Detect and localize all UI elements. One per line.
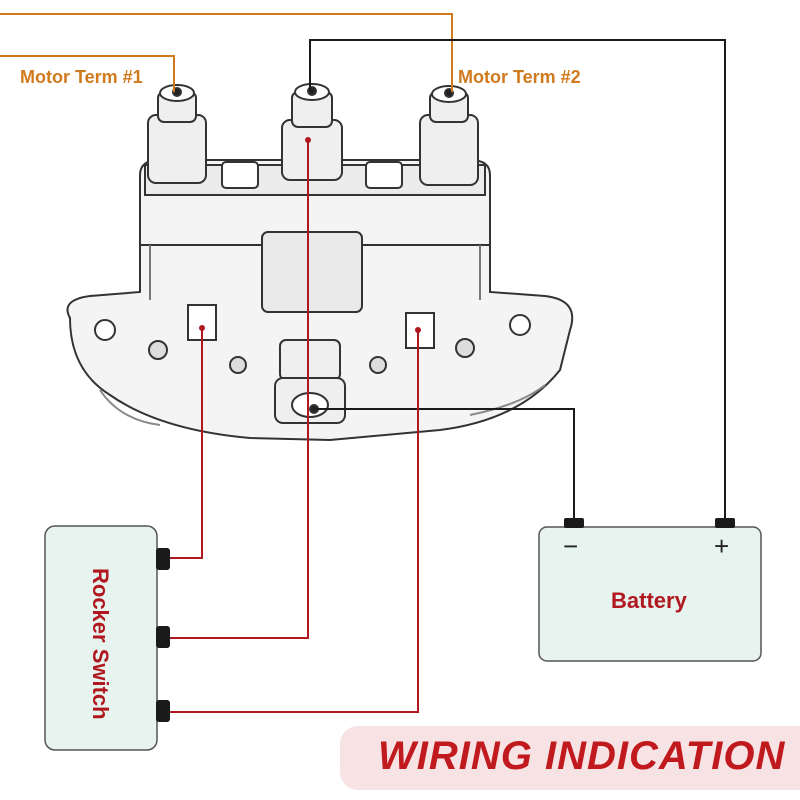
rocker-switch (44, 525, 170, 751)
battery-box (538, 518, 762, 662)
motor-wire-1 (0, 55, 175, 92)
battery-plus-sign: + (714, 531, 730, 561)
switch-wire-top (168, 328, 203, 559)
motor-wire-2 (0, 13, 453, 92)
switch-wire-middle (168, 140, 309, 639)
wiring-banner (340, 726, 800, 790)
battery-positive-terminal (715, 518, 735, 528)
switch-terminal-1 (156, 548, 170, 570)
terminal-post-center (281, 83, 343, 181)
motor-term-2-label: Motor Term #2 (458, 67, 581, 87)
terminal-post-motor-1 (147, 84, 207, 184)
switch-wire-bottom (168, 330, 419, 713)
terminal-post-motor-2 (419, 85, 479, 186)
terminal-post-ground (274, 339, 346, 424)
battery-minus-sign: − (563, 531, 579, 561)
wire-endpoints (199, 137, 421, 333)
power-wires (309, 39, 726, 520)
battery-label: Battery (611, 588, 687, 613)
switch-terminal-3 (156, 700, 170, 722)
switch-terminal-2 (156, 626, 170, 648)
rocker-switch-label: Rocker Switch (88, 568, 113, 720)
battery-negative-wire (316, 408, 575, 520)
control-wires (168, 140, 419, 713)
battery-positive-wire (309, 39, 726, 520)
motor-wires (0, 13, 453, 92)
motor-term-1-label: Motor Term #1 (20, 67, 143, 87)
wiring-banner-text: WIRING INDICATION (378, 734, 786, 778)
battery-negative-terminal (564, 518, 584, 528)
